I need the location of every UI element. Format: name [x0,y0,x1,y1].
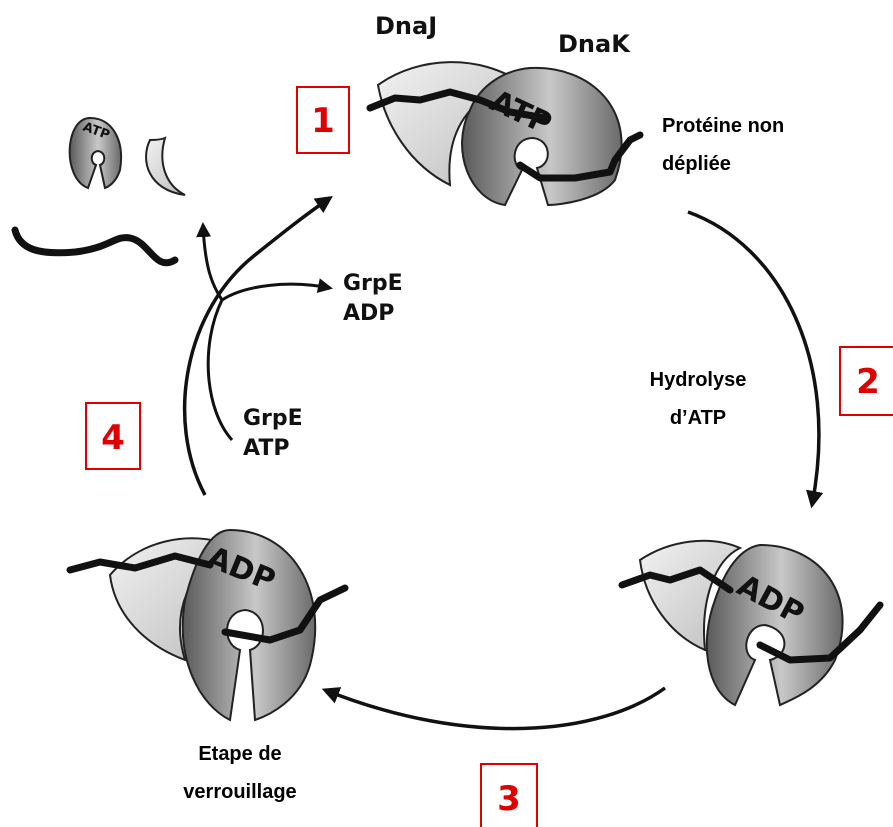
step-number-4: 4 [101,418,125,458]
complex-step1: ATP [370,62,640,205]
step-number-3: 3 [497,779,521,819]
complex-step3: ADP [70,530,345,720]
dnaj-shape-released [146,138,185,195]
grpe-adp-label-line1: GrpE [343,271,403,296]
protein-chain-released [15,230,175,263]
arrow-release-branch [203,225,222,300]
released-components: ATP [15,118,185,263]
step-box-1: 1 [297,87,349,153]
grpe-atp-label-line1: GrpE [243,406,303,431]
step-box-4: 4 [86,403,140,469]
arrow-grpe-adp-out [222,284,330,300]
locking-step-label-line2: verrouillage [183,781,296,803]
arrow-grpe-atp-in [208,300,232,440]
arrow-step1-to-step2 [688,212,819,505]
dnak-label: DnaK [558,30,631,58]
grpe-adp-label-line2: ADP [343,301,394,326]
hydrolysis-label-line1: Hydrolyse [650,369,747,391]
hydrolysis-label-line2: d’ATP [670,407,726,429]
protein-unfolded-label-line1: Protéine non [662,115,784,137]
step-number-2: 2 [856,362,880,402]
dnaj-label: DnaJ [375,12,437,40]
protein-unfolded-label-line2: dépliée [662,153,731,175]
step-box-2: 2 [840,347,893,415]
dnak-shape-step2 [707,545,843,705]
complex-step2: ADP [622,541,880,705]
step-box-3: 3 [481,764,537,827]
locking-step-label-line1: Etape de [198,743,281,765]
arrow-step2-to-step3 [325,688,665,729]
grpe-atp-label-line2: ATP [243,436,289,461]
step-number-1: 1 [311,101,335,141]
